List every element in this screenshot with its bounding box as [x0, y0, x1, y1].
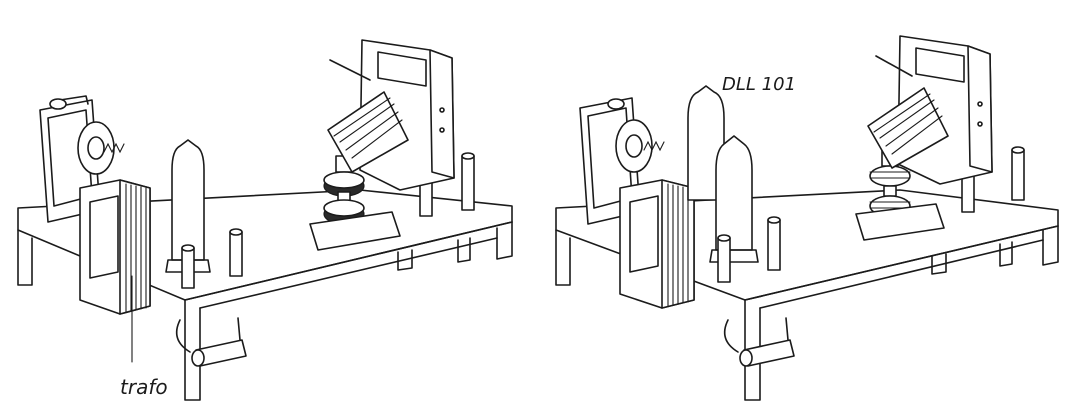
trafo-label: trafo — [120, 375, 168, 399]
left-tuning-capacitor — [327, 39, 455, 191]
left-chassis-assembly: trafo — [17, 39, 513, 401]
right-chassis-assembly: DLL 101 — [555, 35, 1059, 401]
right-vacuum-tube-front — [709, 135, 759, 263]
right-transformer-core — [619, 179, 695, 309]
right-coil-stack — [855, 149, 945, 241]
left-transformer-core — [79, 179, 151, 315]
left-coil-stack — [309, 155, 401, 251]
right-vacuum-tube-rear — [687, 85, 725, 201]
right-tuning-capacitor — [867, 35, 993, 185]
right-terminal-posts — [717, 146, 1025, 283]
left-vacuum-tube — [165, 139, 211, 273]
model-label: DLL 101 — [722, 74, 796, 95]
